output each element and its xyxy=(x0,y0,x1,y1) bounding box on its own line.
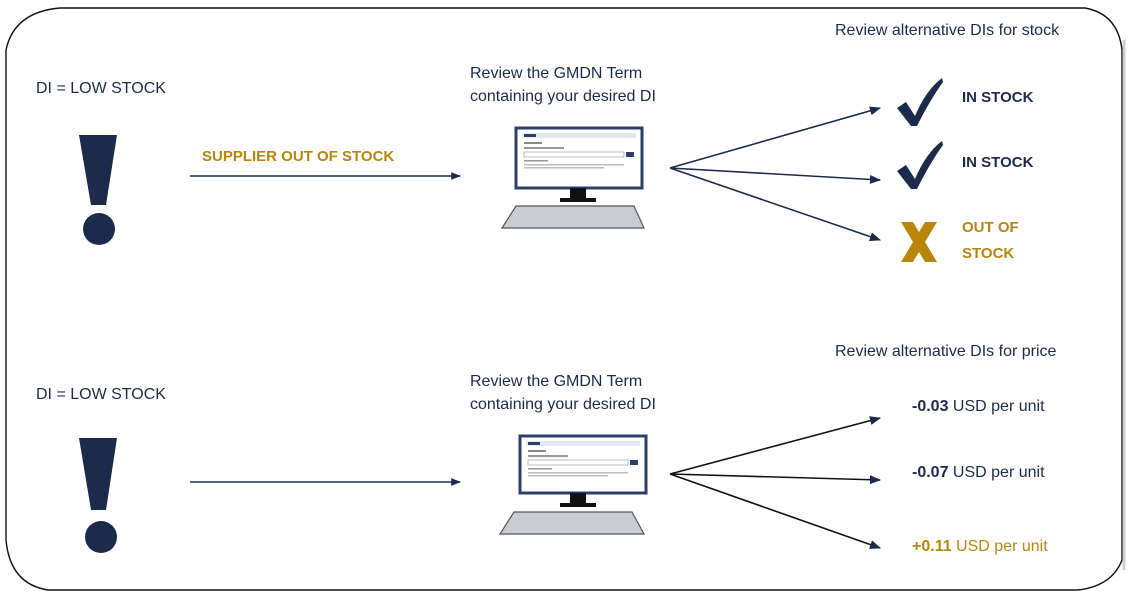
price-outcome: -0.07 USD per unit xyxy=(912,464,1045,482)
stock-fan-arrows xyxy=(669,106,882,241)
stock-heading: Review alternative DIs for stock xyxy=(835,22,1060,39)
review-line: Review the GMDN Term xyxy=(470,373,643,390)
price-outcome: -0.03 USD per unit xyxy=(912,398,1045,416)
review-line: Review the GMDN Term xyxy=(470,65,643,82)
exclamation-icon xyxy=(79,438,117,553)
price-outcome: +0.11 USD per unit xyxy=(912,538,1048,556)
check-icon xyxy=(897,78,943,126)
price-value: -0.07 xyxy=(912,464,949,481)
computer-icon xyxy=(500,126,645,229)
price-heading: Review alternative DIs for price xyxy=(835,343,1057,360)
x-icon xyxy=(901,222,937,262)
price-unit: USD per unit xyxy=(948,398,1045,415)
exclamation-icon xyxy=(79,135,117,245)
review-gmdn-term-text: Review the GMDN Term containing your des… xyxy=(470,62,656,108)
di-low-stock-label: DI = LOW STOCK xyxy=(36,80,166,97)
di-low-stock-label: DI = LOW STOCK xyxy=(36,386,166,403)
price-value: +0.11 xyxy=(912,538,952,555)
outcome-in-stock: IN STOCK xyxy=(962,89,1034,106)
outcome-line: STOCK xyxy=(962,245,1015,262)
diagram-frame xyxy=(5,7,1123,591)
review-line: containing your desired DI xyxy=(470,88,656,105)
price-fan-arrows xyxy=(669,416,882,549)
review-gmdn-term-text: Review the GMDN Term containing your des… xyxy=(470,370,656,416)
outcome-out-of-stock: OUT OF STOCK xyxy=(962,215,1019,267)
computer-icon xyxy=(498,434,648,535)
check-icon xyxy=(897,141,943,189)
outcome-in-stock: IN STOCK xyxy=(962,154,1034,171)
price-value: -0.03 xyxy=(912,398,949,415)
supplier-out-of-stock-label: SUPPLIER OUT OF STOCK xyxy=(202,148,395,165)
price-unit: USD per unit xyxy=(948,464,1045,481)
outcome-line: OUT OF xyxy=(962,219,1019,236)
review-line: containing your desired DI xyxy=(470,396,656,413)
price-unit: USD per unit xyxy=(951,538,1048,555)
